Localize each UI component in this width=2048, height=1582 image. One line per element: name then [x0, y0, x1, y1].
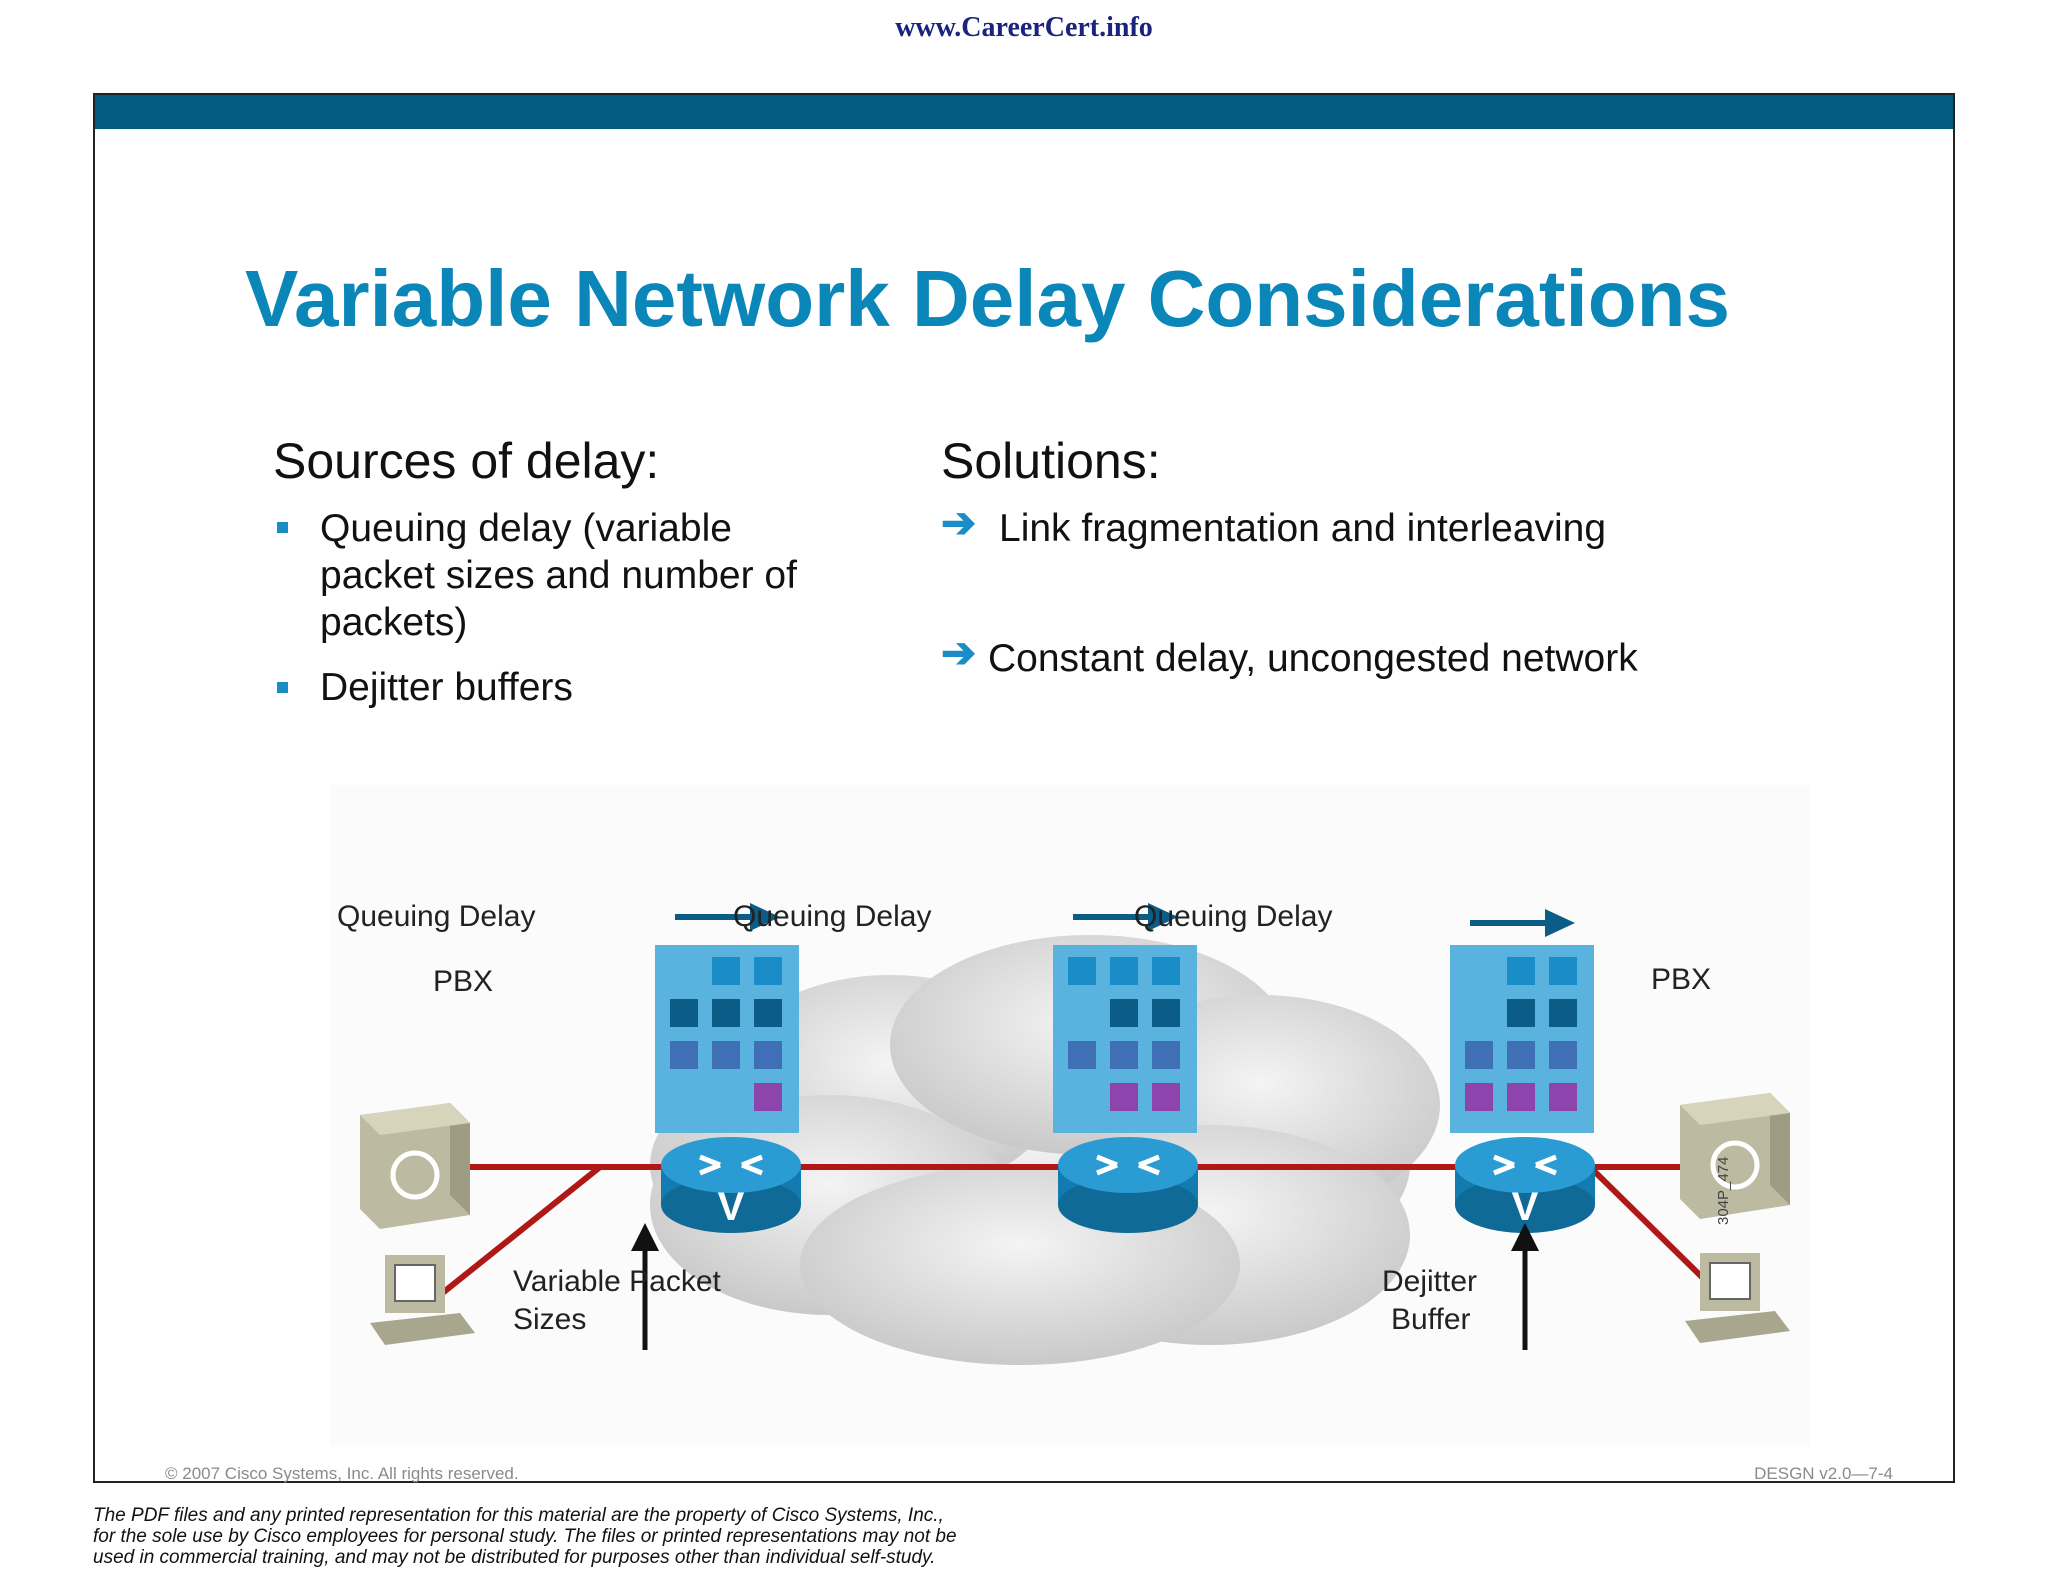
router-v-label: V [1512, 1185, 1539, 1229]
figure-id-label: 304P_474 [1715, 1156, 1732, 1225]
disclaimer: The PDF files and any printed representa… [93, 1505, 1193, 1568]
network-diagram: V V [330, 785, 1810, 1445]
pc-right-icon [1685, 1253, 1790, 1343]
solutions-heading: Solutions: [941, 433, 1161, 489]
queue-1-icon [655, 945, 799, 1133]
bullet-square-icon [277, 682, 288, 693]
router-middle-icon [1058, 1137, 1198, 1233]
pbx-right-icon [1680, 1093, 1790, 1219]
flow-arrow-icon [675, 903, 1575, 937]
pc-left-icon [370, 1255, 475, 1345]
slide-header-bar [95, 95, 1953, 129]
variable-packet-label-line2: Sizes [513, 1303, 587, 1336]
footer-course-code: DESGN v2.0—7-4 [1754, 1464, 1893, 1483]
dejitter-label-line1: Dejitter [1382, 1265, 1478, 1298]
arrow-right-icon: ➔ [941, 629, 977, 676]
sources-item-2: Dejitter buffers [320, 666, 573, 709]
voice-router-left-icon: V [661, 1137, 801, 1233]
footer-copyright: © 2007 Cisco Systems, Inc. All rights re… [165, 1464, 519, 1483]
solutions-item-2: Constant delay, uncongested network [988, 637, 1638, 680]
dejitter-label-line2: Buffer [1391, 1303, 1471, 1336]
queue-3-icon [1450, 945, 1594, 1133]
variable-packet-label-line1: Variable Packet [513, 1265, 721, 1298]
disclaimer-line-3: used in commercial training, and may not… [93, 1547, 936, 1568]
router-v-label: V [718, 1185, 745, 1229]
solutions-item-1: Link fragmentation and interleaving [999, 507, 1607, 550]
site-url[interactable]: www.CareerCert.info [895, 12, 1153, 43]
bullet-square-icon [277, 522, 288, 533]
arrow-right-icon: ➔ [941, 499, 977, 546]
queuing-delay-label-3: Queuing Delay [1134, 900, 1333, 933]
disclaimer-line-1: The PDF files and any printed representa… [93, 1505, 944, 1526]
pbx-left-label: PBX [433, 965, 494, 998]
voice-router-right-icon: V [1455, 1137, 1595, 1233]
slide-title: Variable Network Delay Considerations [245, 254, 1730, 343]
pointer-arrow-icon [631, 1223, 1539, 1350]
disclaimer-line-2: for the sole use by Cisco employees for … [93, 1526, 957, 1547]
sources-item-1: Queuing delay (variable packet sizes and… [320, 507, 797, 644]
queuing-delay-label-1: Queuing Delay [337, 900, 536, 933]
slide: Variable Network Delay Considerations So… [93, 93, 1955, 1483]
queuing-delay-label-2: Queuing Delay [733, 900, 932, 933]
pbx-left-icon [360, 1103, 470, 1229]
sources-heading: Sources of delay: [273, 433, 660, 489]
pbx-right-label: PBX [1651, 963, 1712, 996]
queue-2-icon [1053, 945, 1197, 1133]
